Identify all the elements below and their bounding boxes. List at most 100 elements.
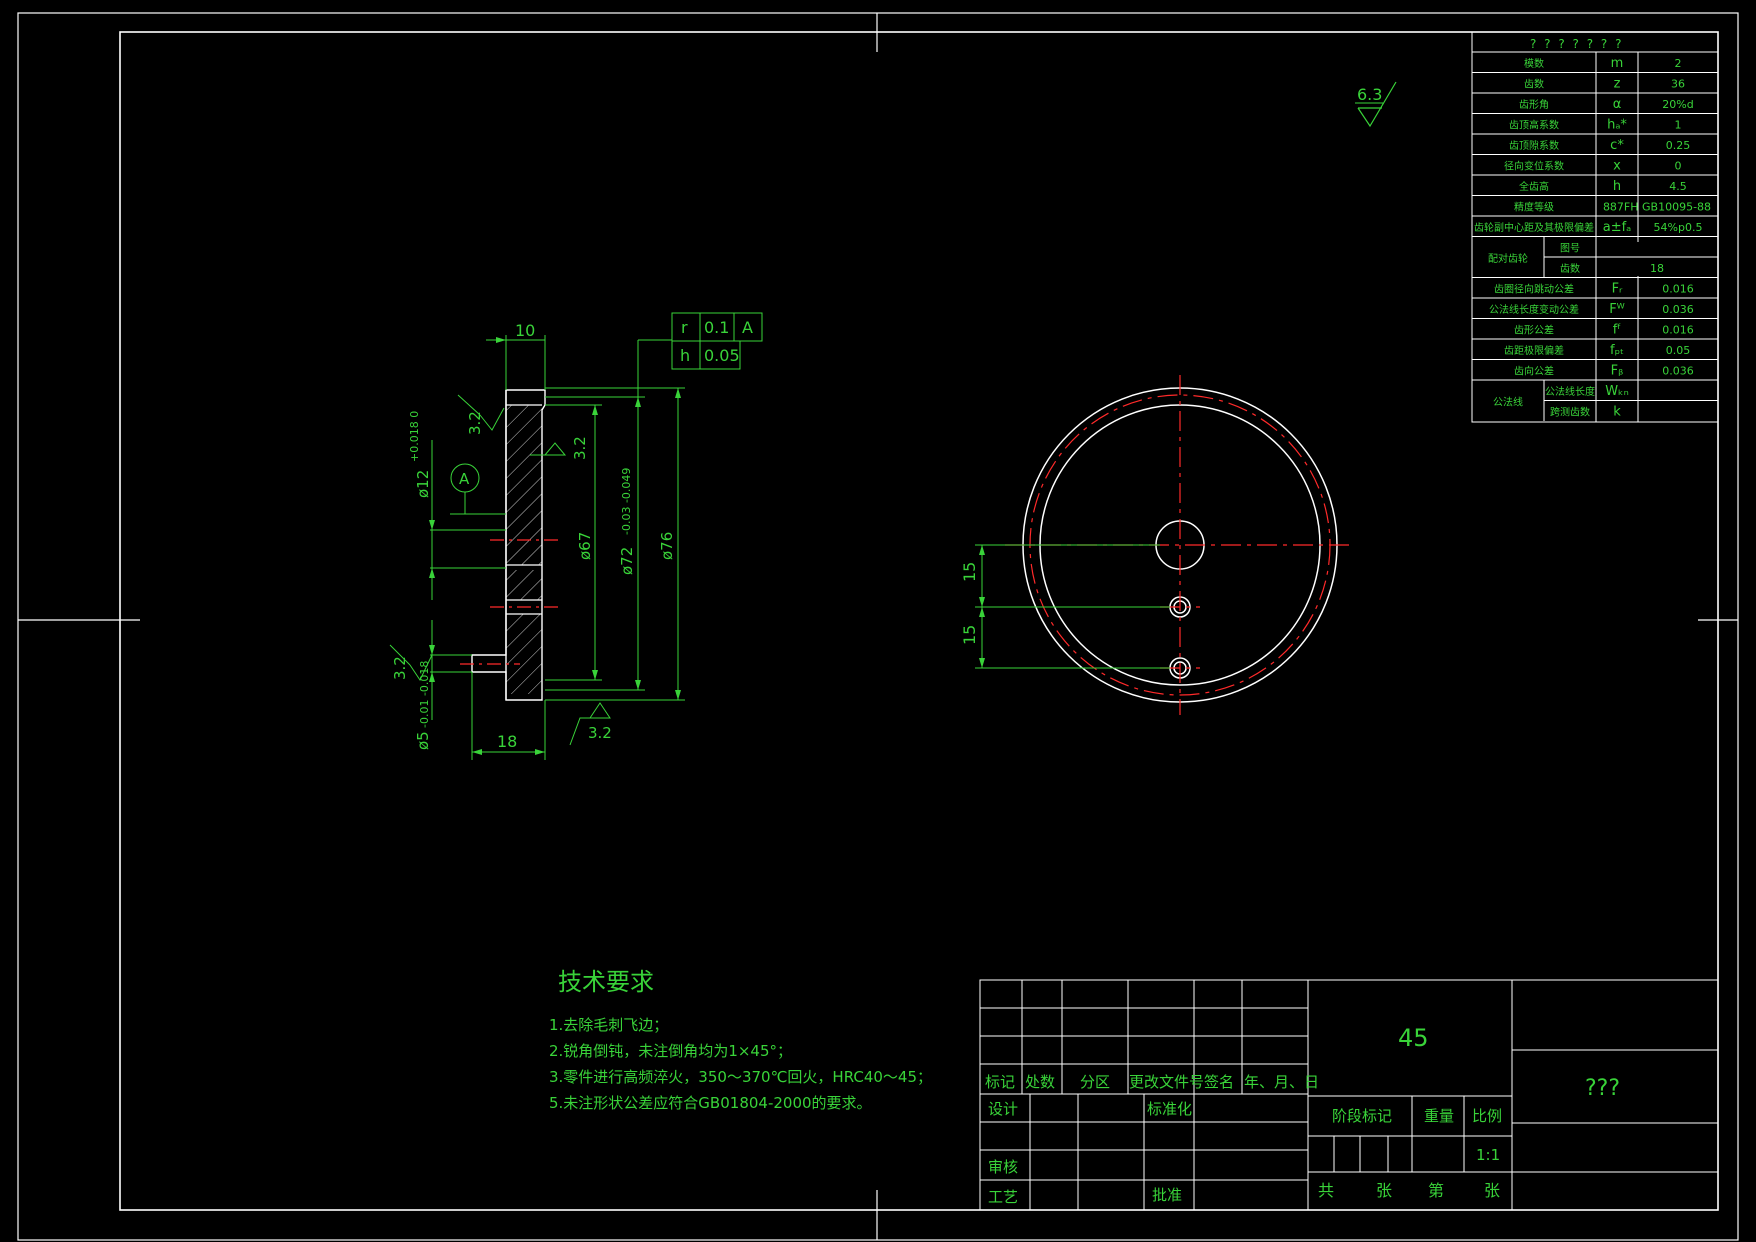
param-label: 齿顶隙系数 [1509,139,1559,152]
sheets-label: 张 [1376,1181,1392,1200]
param-symbol: Fᵂ [1609,302,1625,317]
hdr-mark: 标记 [985,1073,1015,1091]
param-symbol: x [1613,159,1621,174]
param-label: 模数 [1524,57,1544,70]
dim-5: ø5 [414,731,432,750]
stage-label: 阶段标记 [1332,1107,1392,1125]
scale-label: 比例 [1472,1107,1502,1125]
gdt-h-value: 0.05 [704,346,740,365]
param-symbol: α [1613,97,1622,112]
normal-symbol: Wₖₙ [1605,384,1629,399]
section-arrows [429,337,681,755]
param-value: 0.036 [1662,303,1694,316]
param-symbol: a±fₐ [1603,220,1632,235]
standardize-label: 标准化 [1147,1100,1192,1118]
dim-72-tol: -0.03 -0.049 [620,468,633,535]
front-dimensions [975,544,1170,669]
mating-value: 18 [1650,262,1664,275]
normal-group-label: 公法线 [1493,396,1523,409]
param-table-rows [1472,72,1718,421]
dim-bore: ø12 [414,470,432,498]
param-symbol: Fᵣ [1612,282,1623,297]
overall-finish: 6.3 [1355,81,1397,128]
param-value: 1 [1675,119,1682,132]
dim-width-bottom: 18 [497,732,517,751]
mating-group-label: 配对齿轮 [1488,252,1528,265]
param-label: 径向变位系数 [1504,160,1564,173]
title-block-text: 45 ??? 标记 处数 分区 更改文件号 签名 年、月、日 设计 标准化 审核… [985,1024,1620,1206]
hdr-sign: 签名 [1204,1073,1234,1091]
param-table [1471,31,1719,423]
param-value: 0.036 [1662,365,1694,378]
tech-requirements: 技术要求 1.去除毛刺飞边； 2.锐角倒钝，未注倒角均为1×45°； 3.零件进… [549,968,932,1112]
param-label: 齿距极限偏差 [1504,344,1564,357]
param-label: 齿形公差 [1514,324,1554,337]
section-dimensions [389,335,685,760]
param-value: 0.016 [1662,324,1694,337]
material: 45 [1398,1024,1429,1052]
param-value: 54%p0.5 [1654,221,1703,234]
param-symbol: fᶠ [1613,323,1622,338]
finish-bore: 3.2 [571,436,589,460]
param-value: 2 [1675,57,1682,70]
param-symbol: hₐ* [1607,118,1627,133]
tech-item-4: 5.未注形状公差应符合GB01804-2000的要求。 [549,1094,872,1112]
param-symbol: Fᵦ [1611,364,1624,379]
param-label: 公法线长度变动公差 [1489,303,1579,316]
front-view: 15 15 [960,375,1355,715]
finish-overall: 6.3 [1357,85,1382,104]
param-table-title: ? ? ? ? ? ? ? [1530,37,1623,51]
hdr-zone: 分区 [1080,1073,1110,1091]
gdt-h: h [680,346,690,365]
param-value: 20%d [1662,98,1693,111]
param-symbol: fₚₜ [1610,343,1624,358]
section-hatch-bore [506,570,542,600]
title-block [979,979,1719,1211]
param-label: 全齿高 [1519,180,1549,193]
param-label: 齿轮副中心距及其极限偏差 [1474,221,1594,234]
finish-bottom-right: 3.2 [588,724,612,742]
dim-72: ø72 [618,547,636,575]
param-symbol: c* [1610,138,1624,153]
dim-width-top: 10 [515,321,535,340]
gdt-r-value: 0.1 [704,318,729,337]
param-symbol: h [1613,179,1621,194]
datum-label: A [459,470,470,488]
tech-item-3: 3.零件进行高频淬火，350～370℃回火，HRC40～45； [549,1068,932,1086]
param-symbol: m [1611,56,1624,71]
tech-item-2: 2.锐角倒钝，未注倒角均为1×45°； [549,1042,792,1060]
weight-label: 重量 [1424,1107,1454,1125]
param-label: 精度等级 [1514,201,1554,214]
param-label: 齿向公差 [1514,365,1554,378]
param-value: 4.5 [1669,180,1687,193]
param-symbol: z [1614,77,1621,92]
total-label: 共 [1318,1181,1334,1200]
param-label: 齿数 [1524,78,1544,91]
section-centerline [460,539,560,665]
param-value: 0.25 [1666,139,1691,152]
section-hatch-bottom [506,614,542,694]
approve-label: 批准 [1152,1186,1182,1204]
param-value: 0.05 [1666,344,1691,357]
tech-item-1: 1.去除毛刺飞边； [549,1016,668,1034]
part-name: ??? [1585,1076,1620,1101]
sheet-label: 张 [1484,1181,1500,1200]
dim-67: ø67 [576,532,594,560]
dim-spacing-2: 15 [960,625,979,645]
sheet-border [17,12,1739,1241]
mating-label: 图号 [1560,243,1580,255]
process-label: 工艺 [988,1188,1018,1206]
tech-title: 技术要求 [558,968,654,996]
mating-label: 齿数 [1560,262,1580,275]
finish-top: 3.2 [466,411,484,435]
dim-bore-tol: +0.018 0 [408,411,421,462]
finish-bottom-left: 3.2 [391,656,409,680]
design-label: 设计 [988,1100,1018,1118]
param-value: 0 [1675,160,1682,173]
normal-symbol: k [1613,405,1621,420]
dim-5-tol: -0.01 -0.018 [418,661,431,728]
gdt-frame [671,312,763,370]
section-view: 10 18 A ø12 +0.018 0 ø67 ø72 -0.03 -0.04… [389,312,763,760]
dim-spacing-1: 15 [960,562,979,582]
